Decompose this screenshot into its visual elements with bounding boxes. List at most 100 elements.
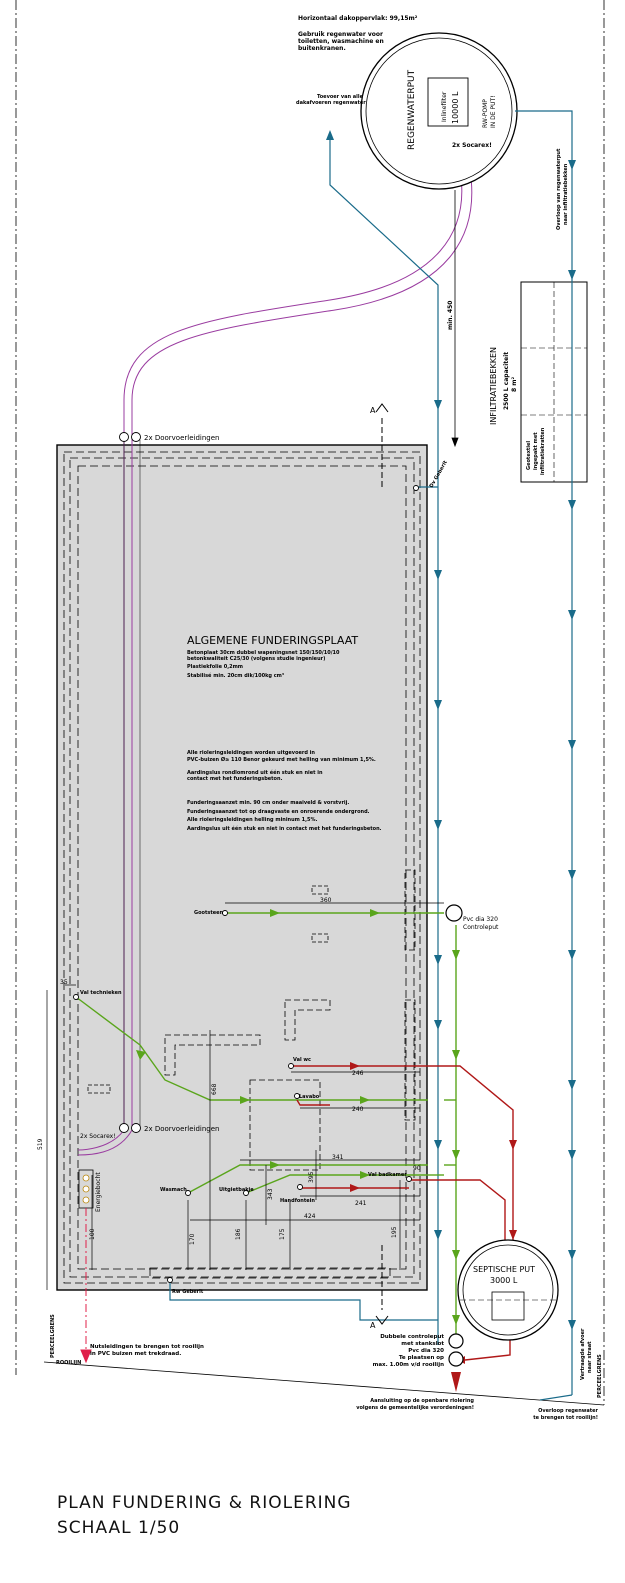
lavabo-label: Lavabo	[299, 1094, 320, 1100]
control-wells	[445, 904, 464, 1367]
double-well-1: Dubbele controleput	[380, 1334, 444, 1340]
red-sewer-lines	[291, 1065, 514, 1361]
utility-line	[80, 1208, 92, 1364]
double-well-2: met stankslot	[401, 1341, 444, 1347]
rainwater-texts: Horizontaal dakoppervlak: 99,15m² Gebrui…	[296, 15, 569, 330]
infiltration-note-1: Geotextiel	[526, 441, 532, 470]
delayed-drain-1: Vertraagde afvoer	[580, 1328, 586, 1380]
dim-186: 186	[235, 1228, 242, 1240]
dim-246: 246	[352, 1070, 364, 1077]
val-technieken-label: Val technieken	[80, 990, 122, 996]
infiltration-texts: INFILTRATIEBEKKEN 2500 L capaciteit 8 m²…	[489, 347, 546, 475]
infiltration-basin	[520, 281, 588, 483]
dim-240: 240	[352, 1106, 364, 1113]
foundation-slab	[56, 444, 428, 1291]
infiltration-note-3: infiltratiekratten	[540, 427, 546, 475]
overflow-label-2: naar infiltratiebekken	[563, 163, 569, 225]
inline-filter-label: Inlinefilter	[441, 91, 448, 122]
septic-well	[457, 1239, 559, 1341]
pump-label-1: RW-POMP	[482, 99, 489, 128]
delayed-drain-2: naar straat	[587, 1341, 593, 1373]
controleput-label: Controleput	[463, 924, 499, 931]
energiebocht-label: Energiebocht	[95, 1172, 102, 1212]
dim-35: 35	[60, 979, 68, 986]
dim-343: 343	[267, 1188, 274, 1200]
infiltration-capacity: 2500 L capaciteit	[503, 352, 510, 410]
infiltration-note-2: ingepakt met	[533, 432, 539, 470]
dimension-texts: 360 35 519 668 246 240 341 241 424 90 34…	[37, 897, 421, 1245]
boundary-texts: Nutsleidingen te brengen tot rooilijn in…	[50, 1314, 603, 1421]
double-well-5: max. 1.00m v/d rooilijn	[373, 1362, 444, 1368]
val-badkamer-label: Val badkamer	[368, 1172, 407, 1178]
dim-175: 175	[279, 1228, 286, 1240]
double-well-3: Pvc dia 320	[408, 1348, 444, 1354]
handfontein-label: Handfontein	[280, 1198, 315, 1204]
rainwater-well	[360, 32, 518, 190]
overflow-note-1: Overloop regenwater	[538, 1408, 598, 1414]
dimension-lines	[46, 902, 444, 1290]
overflow-note-2: te brengen tot rooilijn!	[533, 1415, 598, 1421]
section-a-top: A	[370, 406, 376, 415]
slab-texts: ALGEMENE FUNDERINGSPLAAT Betonplaat 30cm…	[187, 634, 382, 832]
dim-424: 424	[304, 1213, 316, 1220]
utilities-note-2: in PVC buizen met trekdraad.	[90, 1351, 181, 1357]
slab-note-6: Funderingsaanzet tot op draagvaste en on…	[187, 809, 370, 815]
sewer-connection-2: volgens de gemeentelijke verordeningen!	[356, 1405, 474, 1411]
min-450-label: min. 450	[447, 301, 454, 330]
roof-area-text: Horizontaal dakoppervlak: 99,15m²	[298, 15, 418, 22]
sewer-connection-1: Aansluiting op de openbare riolering	[370, 1398, 474, 1404]
dim-195: 195	[391, 1226, 398, 1238]
well-texts: Pvc dia 320 Controleput SEPTISCHE PUT 30…	[356, 916, 535, 1411]
controleput-pvc: Pvc dia 320	[463, 916, 498, 923]
doorvoer-bottom-label: 2x Doorvoerleidingen	[144, 1125, 219, 1133]
dv-geberit-label: Dv Geberit	[429, 459, 450, 489]
dim-100: 100	[89, 1228, 96, 1240]
supply-label-2: dakafvoeren regenwater	[296, 100, 366, 106]
slab-note-2: PVC-buizen Ø≥ 110 Benor gekeurd met hell…	[187, 756, 376, 763]
septic-name: SEPTISCHE PUT	[473, 1265, 535, 1274]
dim-395: 395	[308, 1171, 315, 1183]
perceelgrens-left: PERCEELGRENS	[50, 1314, 56, 1358]
perceelgrens-right: PERCEELGRENS	[597, 1354, 603, 1398]
dim-519: 519	[37, 1138, 44, 1150]
septic-capacity: 3000 L	[490, 1276, 518, 1285]
gootsteen-label: Gootsteen	[194, 910, 224, 916]
slab-note-4: contact met het funderingsbeton.	[187, 776, 283, 782]
slab-note-1: Alle rioleringsleidingen worden uitgevoe…	[187, 750, 315, 756]
dim-170: 170	[189, 1233, 196, 1245]
min-450-marker	[451, 190, 459, 448]
section-markers	[375, 403, 389, 1325]
plan-scale: SCHAAL 1/50	[57, 1518, 181, 1538]
rainwater-note-3: buitenkranen.	[298, 45, 346, 52]
infiltration-area: 8 m²	[511, 376, 518, 392]
fixture-labels: 2x Doorvoerleidingen 2x Doorvoerleidinge…	[80, 406, 449, 1330]
slab-note-3: Aardingslus rondlomrond uit één stuk en …	[187, 769, 323, 776]
socarex-well: 2x Socarex!	[452, 142, 492, 149]
overflow-label-1: Overloop van regenwaterput	[556, 148, 562, 230]
green-arrows	[136, 909, 460, 1325]
slab-spec-3: Plastiekfolie 0,2mm	[187, 664, 243, 670]
slab-note-8: Aardingslus uit één stuk en niet in cont…	[187, 825, 382, 832]
plot-boundaries	[15, 0, 605, 1406]
uitgietbakje-label: Uitgietbakje	[219, 1187, 254, 1193]
slab-spec-2: betonkwaliteit C25/30 (volgens studie in…	[187, 656, 325, 662]
rainwater-arrows	[326, 130, 576, 1330]
doorvoer-top-label: 2x Doorvoerleidingen	[144, 434, 219, 442]
rainwater-note-1: Gebruik regenwater voor	[298, 31, 383, 38]
slab-spec-1: Betonplaat 30cm dubbel wapeningsnet 150/…	[187, 650, 340, 656]
val-wc-label: Val wc	[293, 1057, 311, 1063]
utilities-note-1: Nutsleidingen te brengen tot rooilijn	[90, 1344, 204, 1350]
supply-label-1: Toevoer van alle	[317, 94, 364, 100]
socarex-slab-label: 2x Socarex!	[80, 1133, 116, 1140]
dim-668: 668	[211, 1083, 218, 1095]
rooilijn-label: ROOILIJN	[56, 1360, 81, 1366]
dim-241: 241	[355, 1200, 367, 1207]
dim-90: 90	[413, 1165, 421, 1172]
slab-note-5: Funderingsaanzet min. 90 cm onder maaive…	[187, 800, 349, 806]
connection-points	[73, 432, 419, 1283]
energy-bend	[78, 1169, 94, 1209]
rainwater-note-2: toiletten, wasmachine en	[298, 38, 384, 45]
double-well-4: Te plaatsen op	[399, 1355, 444, 1361]
section-a-bottom: A	[370, 1321, 376, 1330]
